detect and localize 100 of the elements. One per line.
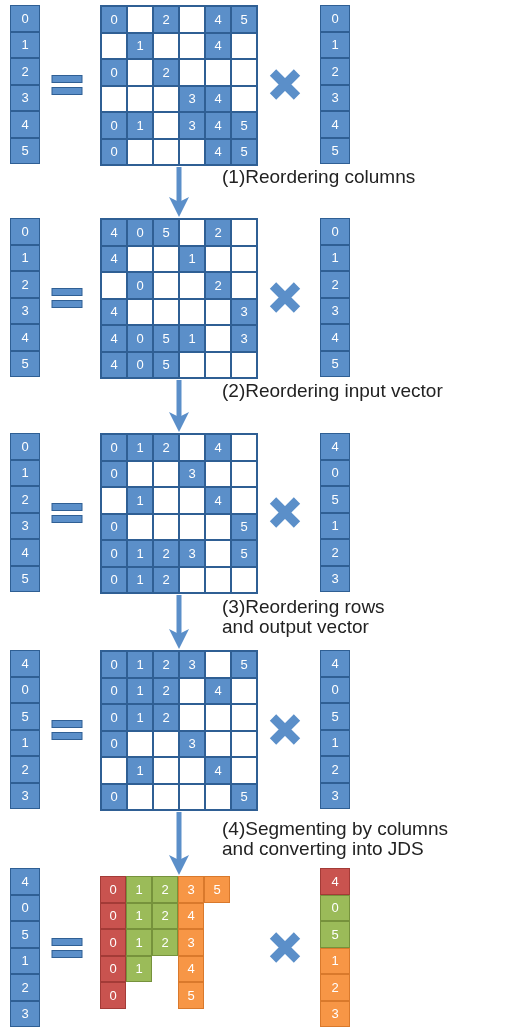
value-cell: 2 <box>320 539 350 566</box>
value-cell: 0 <box>101 138 127 165</box>
value-cell: 4 <box>205 6 231 33</box>
value-cell: 5 <box>10 565 40 592</box>
value-cell: 0 <box>10 5 40 32</box>
arrow <box>169 167 189 217</box>
value-cell: 4 <box>205 757 231 784</box>
value-cell: 4 <box>320 111 350 138</box>
value-cell: 4 <box>101 325 127 352</box>
value-cell: 5 <box>231 513 257 540</box>
value-cell: 1 <box>127 757 153 784</box>
value-cell: 2 <box>10 271 40 298</box>
value-cell: 1 <box>10 729 40 756</box>
value-cell: 0 <box>101 783 127 810</box>
value-cell: 0 <box>101 59 127 86</box>
value-cell: 4 <box>205 487 231 514</box>
matrix-grid <box>100 218 258 379</box>
value-cell: 2 <box>152 929 178 956</box>
edge-label: (1)Reordering columns <box>222 167 417 187</box>
value-cell: 5 <box>320 703 350 730</box>
value-cell: 0 <box>101 540 127 567</box>
vector-column <box>320 650 350 809</box>
value-cell: 4 <box>205 138 231 165</box>
value-cell: 3 <box>10 1000 40 1027</box>
value-cell: 0 <box>101 460 127 487</box>
edge-label: (3)Reordering rows and output vector <box>222 597 386 637</box>
value-cell: 0 <box>10 676 40 703</box>
value-cell: 3 <box>179 540 205 567</box>
matrix-grid <box>100 433 258 594</box>
value-cell: 4 <box>101 245 127 272</box>
value-cell: 0 <box>127 272 153 299</box>
value-cell: 2 <box>320 756 350 783</box>
value-cell: 1 <box>127 677 153 704</box>
value-cell: 5 <box>10 703 40 730</box>
value-cell: 4 <box>320 650 350 677</box>
value-cell: 2 <box>10 974 40 1001</box>
value-cell: 1 <box>10 459 40 486</box>
value-cell: 2 <box>320 974 350 1001</box>
value-cell: 1 <box>320 729 350 756</box>
value-cell: 3 <box>179 85 205 112</box>
value-cell: 0 <box>320 894 350 921</box>
value-cell: 2 <box>205 219 231 246</box>
value-cell: 5 <box>10 921 40 948</box>
value-cell: 4 <box>10 650 40 677</box>
value-cell: 3 <box>320 782 350 809</box>
value-cell: 3 <box>179 730 205 757</box>
value-cell: 0 <box>320 5 350 32</box>
value-cell: 0 <box>101 704 127 731</box>
value-cell: 4 <box>101 219 127 246</box>
value-cell: 2 <box>153 704 179 731</box>
value-cell: 3 <box>178 876 204 903</box>
value-cell: 4 <box>320 868 350 895</box>
value-cell: 3 <box>320 84 350 111</box>
value-cell: 1 <box>320 947 350 974</box>
value-cell: 0 <box>10 894 40 921</box>
value-cell: 0 <box>100 955 126 982</box>
value-cell: 3 <box>231 325 257 352</box>
value-cell: 2 <box>153 59 179 86</box>
value-cell: 3 <box>231 298 257 325</box>
vector-column <box>10 218 40 377</box>
value-cell: 1 <box>320 244 350 271</box>
value-cell: 4 <box>205 112 231 139</box>
value-cell: 0 <box>10 433 40 460</box>
value-cell: 2 <box>153 566 179 593</box>
value-cell: 0 <box>127 351 153 378</box>
value-cell: 5 <box>320 350 350 377</box>
value-cell: 0 <box>320 459 350 486</box>
value-cell: 5 <box>320 486 350 513</box>
value-cell: 5 <box>231 783 257 810</box>
value-cell: 5 <box>231 112 257 139</box>
value-cell: 5 <box>320 137 350 164</box>
value-cell: 1 <box>127 651 153 678</box>
value-cell: 4 <box>205 32 231 59</box>
value-cell: 1 <box>10 244 40 271</box>
value-cell: 2 <box>153 434 179 461</box>
value-cell: 4 <box>101 351 127 378</box>
value-cell: 4 <box>320 433 350 460</box>
matrix-grid <box>100 650 258 811</box>
value-cell: 5 <box>320 921 350 948</box>
value-cell: 0 <box>101 513 127 540</box>
value-cell: 0 <box>127 325 153 352</box>
value-cell: 1 <box>10 947 40 974</box>
value-cell: 0 <box>100 902 126 929</box>
value-cell: 0 <box>101 112 127 139</box>
matrix-grid <box>100 5 258 166</box>
value-cell: 1 <box>127 112 153 139</box>
value-cell: 2 <box>320 58 350 85</box>
value-cell: 2 <box>153 651 179 678</box>
value-cell: 0 <box>320 676 350 703</box>
vector-column <box>10 433 40 592</box>
value-cell: 2 <box>320 271 350 298</box>
value-cell: 0 <box>100 982 126 1009</box>
vector-column <box>320 433 350 592</box>
value-cell: 3 <box>179 651 205 678</box>
value-cell: 5 <box>153 219 179 246</box>
value-cell: 2 <box>153 677 179 704</box>
value-cell: 1 <box>320 31 350 58</box>
edge-label: (2)Reordering input vector <box>222 381 444 401</box>
vector-column <box>320 218 350 377</box>
arrow <box>169 812 189 875</box>
